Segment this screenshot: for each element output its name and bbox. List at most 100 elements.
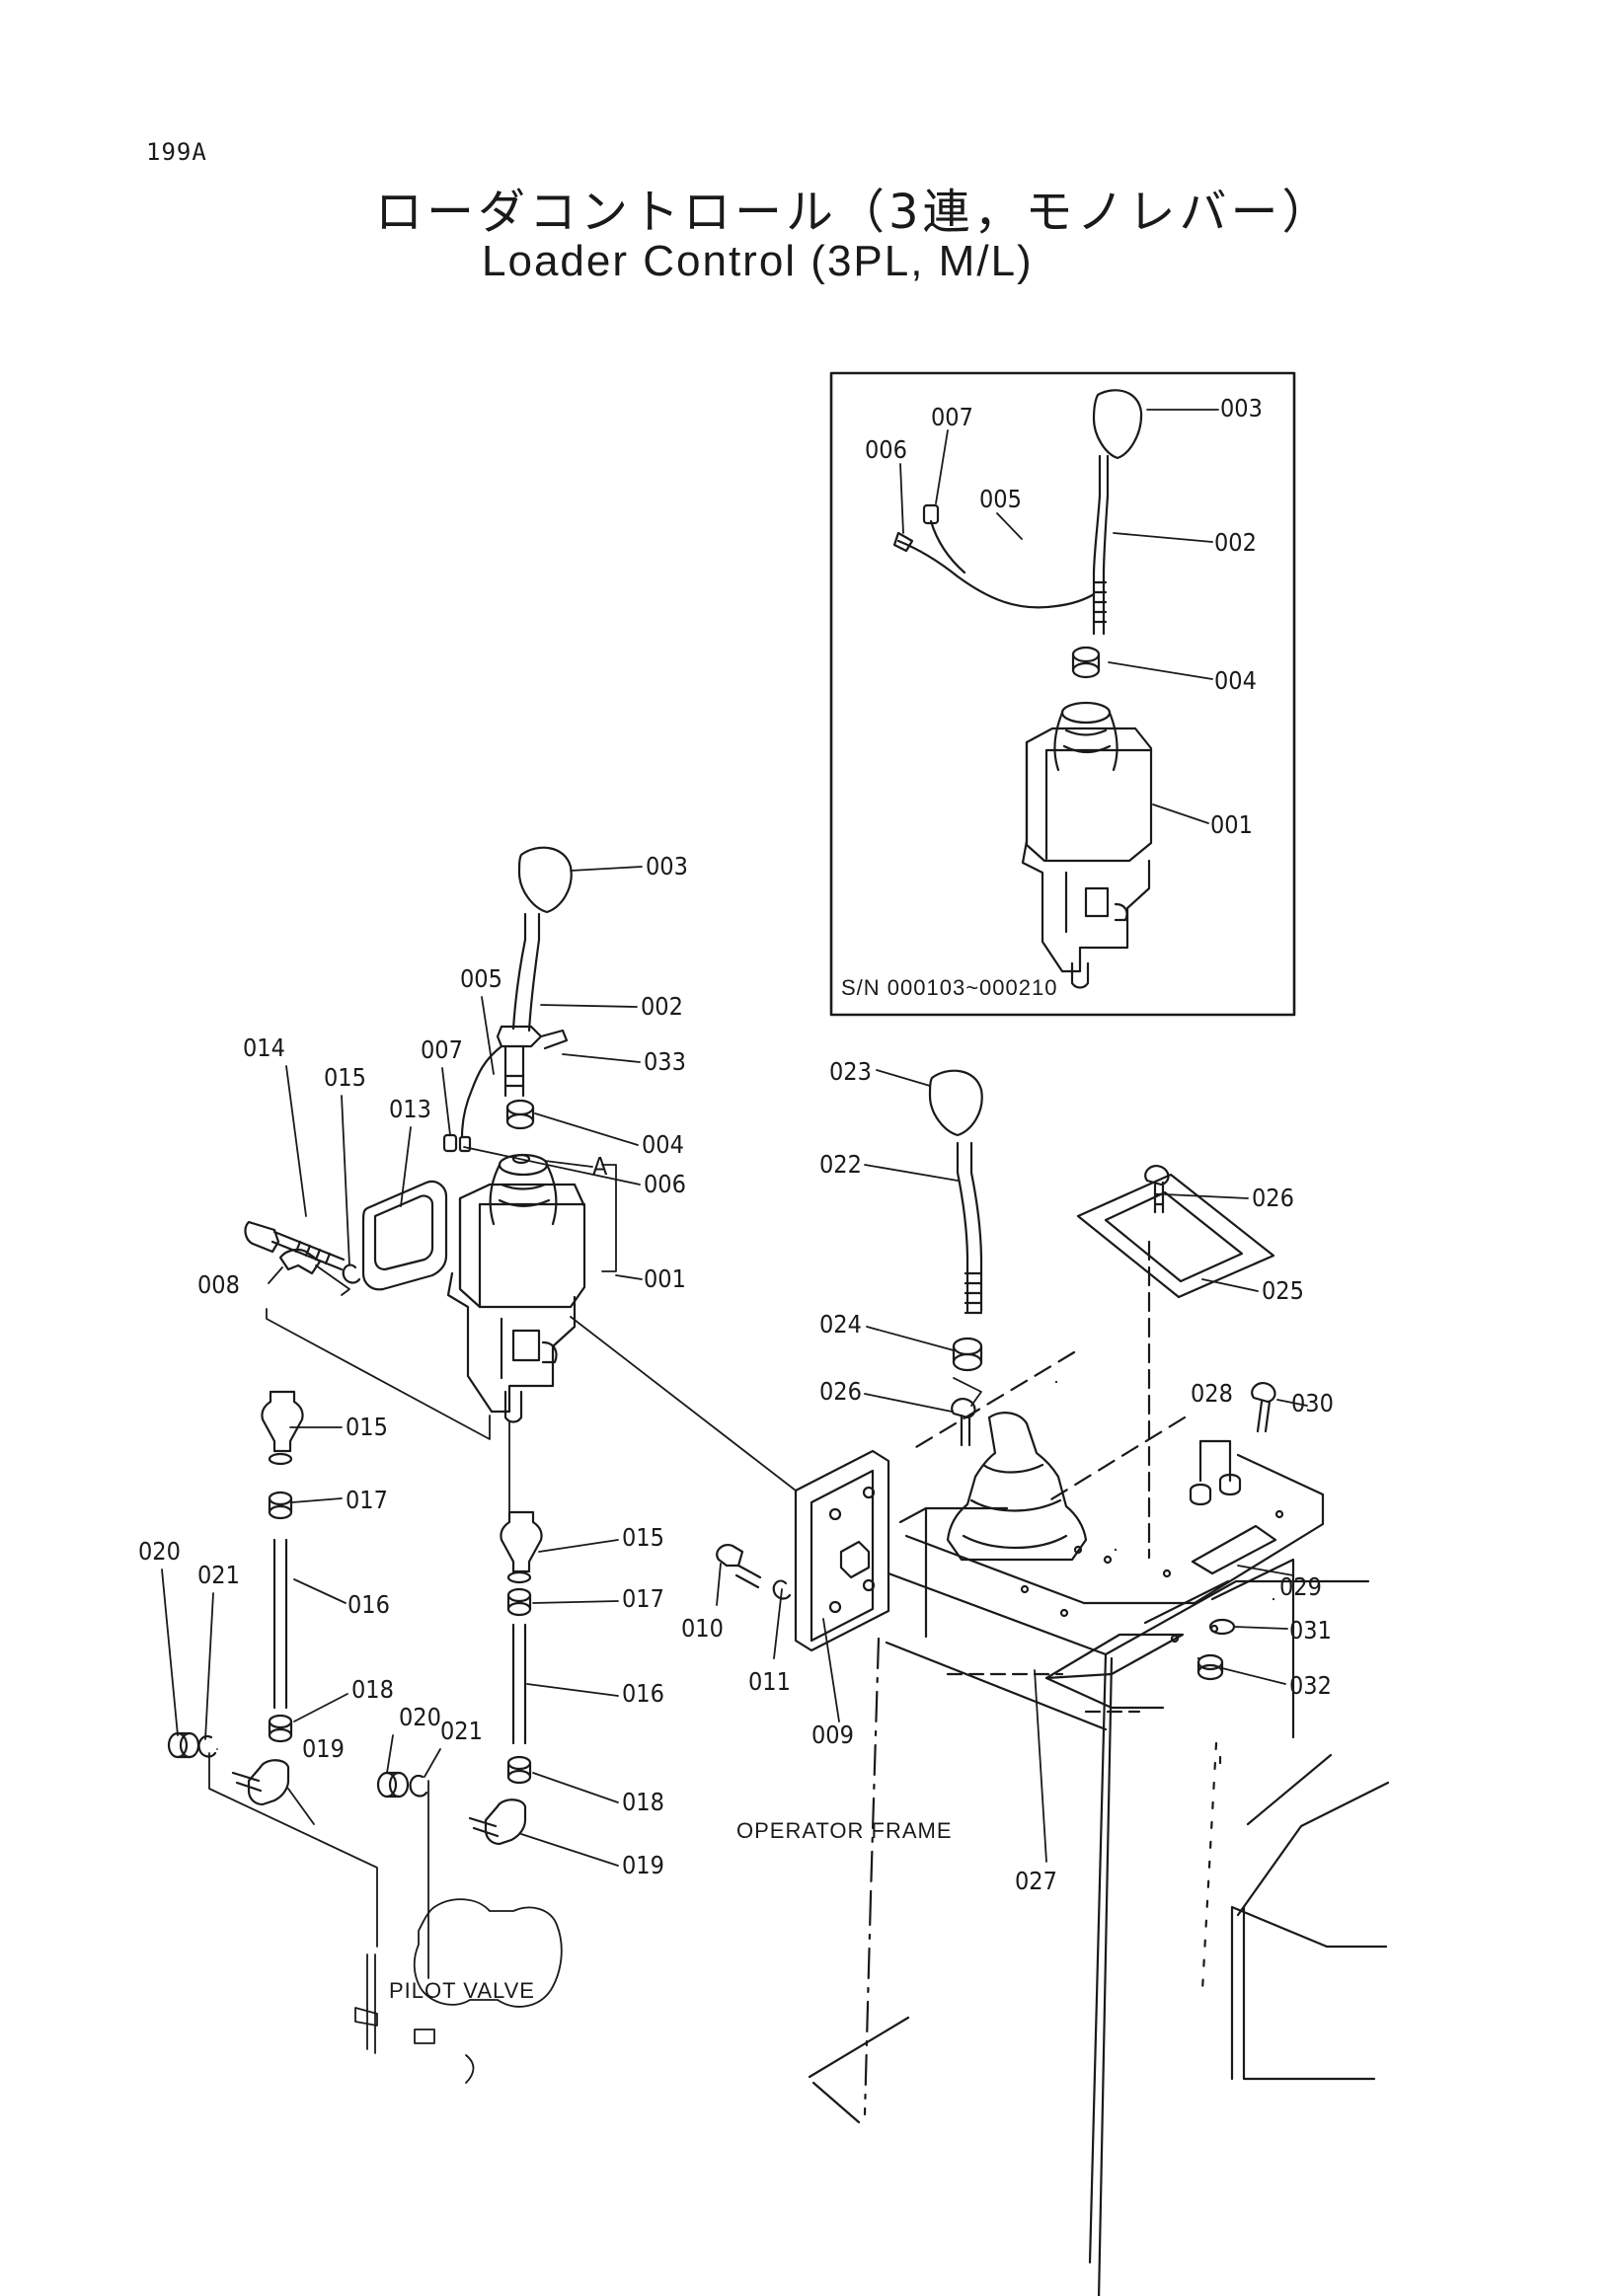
left-pushrod-stack <box>167 1390 304 1806</box>
bolt-014 <box>244 1220 346 1271</box>
callout-009: 009 <box>811 1721 854 1749</box>
inset-knob-003 <box>1092 389 1143 460</box>
inset-terminal-006 <box>892 531 914 553</box>
nut-018-left <box>268 1714 293 1743</box>
callout-007: 007 <box>421 1035 463 1064</box>
main-valve-assembly <box>244 846 586 1521</box>
rod-016-right <box>511 1623 527 1745</box>
bolt-010 <box>716 1544 762 1589</box>
callout-inset-006: 006 <box>865 435 907 464</box>
clip-008 <box>278 1248 322 1275</box>
inset-wire-005 <box>896 539 1096 609</box>
callout-017-b: 017 <box>622 1584 664 1613</box>
callout-014: 014 <box>243 1033 285 1062</box>
nut-017-right <box>506 1587 532 1617</box>
callout-020-a: 020 <box>138 1537 181 1566</box>
operator-frame-assembly <box>808 1069 1390 2296</box>
nut-020-right <box>376 1771 410 1799</box>
connector-007 <box>442 1133 458 1153</box>
callout-029: 029 <box>1279 1572 1322 1601</box>
rod-end-019-right <box>468 1799 527 1846</box>
nut-017-left <box>268 1491 293 1520</box>
callout-016-a: 016 <box>347 1590 390 1619</box>
bolt-030 <box>1251 1382 1276 1433</box>
callout-028: 028 <box>1191 1379 1233 1408</box>
callout-020-b: 020 <box>399 1703 441 1731</box>
inset-nut-004 <box>1071 646 1101 679</box>
callout-numbers: 003 007 006 005 002 004 001 003 005 002 … <box>138 394 1334 2003</box>
inset-serial-note: S/N 000103~000210 <box>841 975 1057 1000</box>
screw-026-bottom <box>951 1398 976 1447</box>
nut-032 <box>1196 1653 1224 1681</box>
clamp-033 <box>496 1025 569 1050</box>
title-english: Loader Control (3PL, M/L) <box>482 237 1034 285</box>
lever-022 <box>956 1141 983 1313</box>
callout-027: 027 <box>1015 1867 1057 1895</box>
callout-leader-lines <box>161 866 1308 1867</box>
rubber-boot <box>946 1412 1088 1562</box>
pilot-valve-sketch <box>354 1898 563 2084</box>
callout-017-a: 017 <box>346 1486 388 1514</box>
callout-026-b: 026 <box>819 1377 862 1406</box>
wire-005 <box>460 1044 503 1139</box>
callout-025: 025 <box>1262 1276 1304 1305</box>
nut-020-left <box>167 1731 200 1759</box>
knob-003 <box>517 846 573 914</box>
callout-inset-001: 001 <box>1210 810 1253 839</box>
plate-029 <box>1191 1524 1277 1575</box>
valve-body-001 <box>446 1153 586 1423</box>
title-japanese: ローダコントロール（3連，モノレバー） <box>375 185 1334 240</box>
callout-033: 033 <box>644 1047 686 1076</box>
callout-030: 030 <box>1291 1389 1334 1417</box>
rod-end-019-left <box>231 1759 290 1806</box>
pilot-valve-label: PILOT VALVE <box>389 1978 535 2003</box>
nut-024 <box>952 1337 983 1372</box>
callout-021-b: 021 <box>440 1717 483 1745</box>
callout-010: 010 <box>681 1614 724 1643</box>
callout-032: 032 <box>1289 1671 1332 1700</box>
mount-plate-009 <box>794 1449 890 1652</box>
washer-011 <box>772 1579 792 1600</box>
clip-015 <box>342 1263 361 1284</box>
callout-002: 002 <box>641 992 683 1021</box>
cover-plate-025 <box>1076 1173 1275 1299</box>
callout-024: 024 <box>819 1310 862 1339</box>
callout-021-a: 021 <box>197 1561 240 1589</box>
right-pushrod-stack <box>376 1510 543 1846</box>
terminal-006 <box>458 1135 472 1153</box>
callout-018-a: 018 <box>351 1675 394 1704</box>
callout-015-a: 015 <box>324 1063 366 1092</box>
nut-004 <box>505 1099 535 1130</box>
bracket-013 <box>361 1180 448 1291</box>
callout-004: 004 <box>642 1130 684 1159</box>
screw-026-top <box>1144 1165 1170 1214</box>
callout-026-a: 026 <box>1252 1184 1294 1212</box>
callout-inset-005: 005 <box>979 485 1022 513</box>
callout-inset-007: 007 <box>931 403 973 431</box>
callout-inset-004: 004 <box>1214 666 1257 695</box>
callout-006: 006 <box>644 1170 686 1198</box>
callout-013: 013 <box>389 1095 431 1123</box>
washer-021-left <box>197 1734 217 1758</box>
knob-023 <box>928 1069 983 1137</box>
inset-valve-001 <box>1021 701 1153 989</box>
operator-frame <box>898 1453 1325 1639</box>
callout-022: 022 <box>819 1150 862 1179</box>
callout-016-b: 016 <box>622 1679 664 1708</box>
page-number: 199A <box>146 138 207 166</box>
callout-019-a: 019 <box>302 1734 345 1763</box>
callout-003: 003 <box>646 852 688 880</box>
callout-008: 008 <box>197 1270 240 1299</box>
nut-018-right <box>506 1755 532 1785</box>
callout-011: 011 <box>748 1667 791 1696</box>
callout-019-b: 019 <box>622 1851 664 1879</box>
nuts-028 <box>1198 1439 1232 1483</box>
inset-variant-box <box>829 371 1296 1017</box>
detail-a-label: A <box>592 1152 608 1181</box>
callout-015-c: 015 <box>622 1523 664 1552</box>
callout-inset-002: 002 <box>1214 528 1257 557</box>
washer-021-right <box>409 1774 428 1798</box>
inset-connector-007 <box>922 503 940 525</box>
callout-001: 001 <box>644 1264 686 1293</box>
